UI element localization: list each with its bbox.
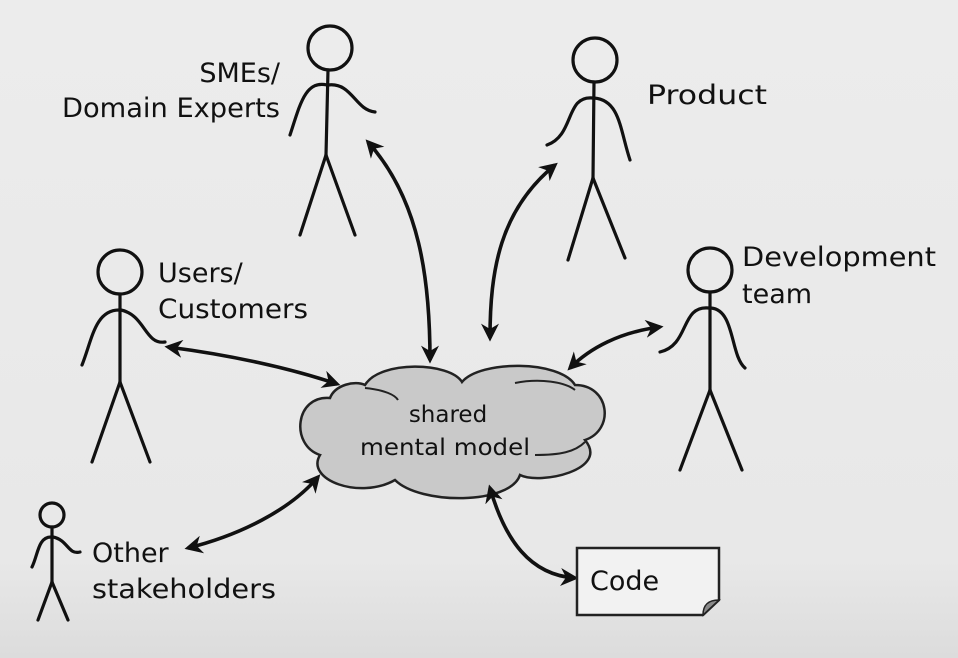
other-label-line1: Other bbox=[92, 538, 170, 569]
stick-figure-product bbox=[545, 36, 632, 262]
stick-figure-users bbox=[80, 248, 167, 464]
stick-figure-smes bbox=[288, 24, 377, 237]
center-line2: mental model bbox=[360, 435, 530, 461]
users-label-line1: Users/ bbox=[158, 258, 244, 289]
arrow-product bbox=[481, 162, 558, 342]
center-line1: shared bbox=[409, 402, 487, 428]
arrow-development bbox=[567, 319, 664, 371]
development-label-line1: Development bbox=[742, 242, 936, 273]
product-label: Product bbox=[647, 80, 767, 111]
development-label-line2: team bbox=[742, 279, 812, 310]
arrow-smes bbox=[365, 139, 439, 364]
arrow-users bbox=[164, 339, 341, 388]
code-label: Code bbox=[590, 566, 659, 597]
smes-label-line1: SMEs/ bbox=[199, 58, 281, 89]
code-document: Code bbox=[575, 546, 721, 617]
shared-mental-model-cloud: shared mental model bbox=[299, 364, 606, 500]
other-label-line2: stakeholders bbox=[92, 574, 276, 605]
stick-figure-other bbox=[30, 501, 82, 622]
users-label-line2: Customers bbox=[158, 294, 308, 325]
stick-figure-development bbox=[658, 246, 747, 472]
arrow-other bbox=[184, 474, 321, 554]
arrow-code bbox=[485, 484, 579, 587]
smes-label-line2: Domain Experts bbox=[62, 93, 280, 124]
